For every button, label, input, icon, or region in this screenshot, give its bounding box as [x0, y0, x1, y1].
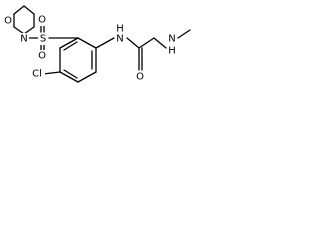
bond	[23, 5, 35, 15]
atom-nitrogen: N	[20, 34, 27, 45]
bond	[59, 37, 79, 49]
bond-amine-methyl	[177, 29, 191, 39]
atom-oxygen: O	[136, 72, 144, 83]
bond	[138, 37, 155, 49]
atom-nitrogen: N	[168, 34, 175, 45]
atom-sulfur: S	[40, 34, 46, 45]
benzene-ring	[59, 37, 97, 83]
bond	[77, 37, 97, 49]
bond	[126, 37, 140, 49]
bond	[23, 26, 35, 35]
sulfonyl-group	[40, 24, 79, 51]
chemical-structure: O N S O O Cl H N O H N	[3, 5, 191, 83]
bond-ring-chlorine	[42, 71, 61, 75]
atom-oxygen: O	[38, 51, 46, 62]
bond	[77, 71, 97, 83]
bond	[59, 71, 79, 83]
bond	[153, 37, 167, 49]
atom-hydrogen: H	[168, 46, 176, 57]
atom-nitrogen: N	[116, 34, 123, 45]
atom-oxygen: O	[4, 16, 12, 27]
atom-hydrogen: H	[116, 24, 124, 35]
aromatic-double-bond	[63, 69, 78, 79]
atom-chlorine: Cl	[32, 69, 42, 80]
morpholine-ring	[13, 5, 35, 35]
bond	[13, 26, 25, 35]
atom-labels: O N S O O Cl H N O H N	[3, 14, 177, 83]
aromatic-double-bond	[63, 41, 78, 51]
bond-ring-amide-nitrogen	[95, 37, 115, 49]
bond	[13, 5, 25, 15]
atom-oxygen: O	[38, 15, 46, 26]
side-chain	[126, 29, 191, 71]
